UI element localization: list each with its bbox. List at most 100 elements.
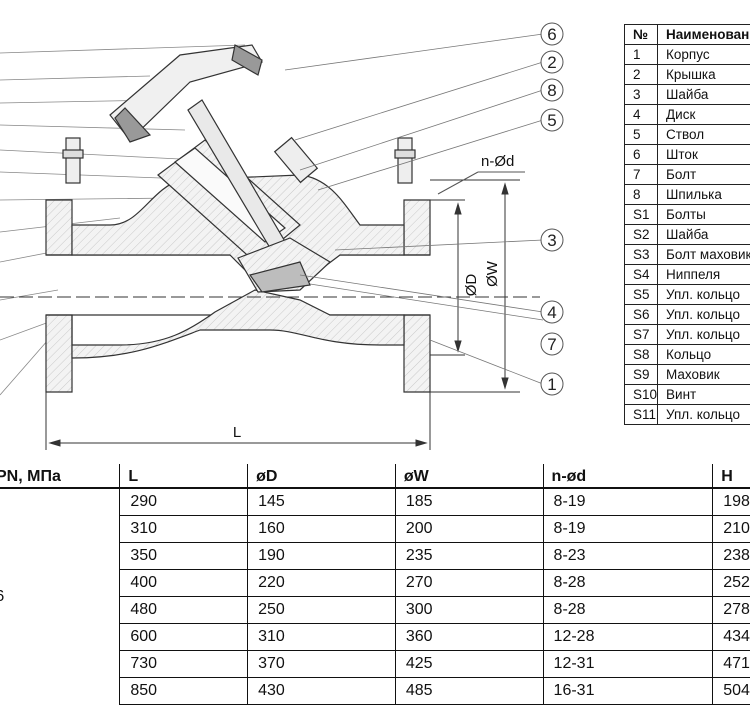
dims-header-nd: n-ød	[543, 464, 714, 489]
dim-label-l: L	[233, 424, 241, 441]
dim-od: 145	[247, 488, 396, 516]
part-name: Шток	[657, 144, 750, 165]
dims-header-h: H	[712, 464, 750, 489]
part-number: S10	[623, 384, 659, 405]
callout-8-num: 8	[547, 81, 556, 100]
dims-header-ow: øW	[395, 464, 544, 489]
dim-l: 290	[119, 488, 249, 516]
dim-od: 370	[247, 650, 396, 678]
part-name: Упл. кольцо	[657, 324, 750, 345]
parts-header-number: №	[623, 24, 659, 45]
dim-nd: 8-19	[542, 515, 714, 543]
part-number: S4	[623, 264, 659, 285]
dim-ow: 485	[394, 677, 544, 705]
callout-5-num: 5	[547, 111, 556, 130]
dim-l: 850	[119, 677, 249, 705]
dim-od: 430	[247, 677, 396, 705]
callout-6-num: 6	[547, 25, 556, 44]
dim-h: 471	[712, 650, 750, 678]
part-name: Упл. кольцо	[657, 304, 750, 325]
dim-l: 350	[119, 542, 249, 570]
part-number: 8	[623, 184, 659, 205]
dim-label-od: ØD	[463, 274, 480, 297]
dim-od: 190	[247, 542, 396, 570]
callout-leaders	[284, 33, 544, 385]
callout-1-num: 1	[547, 375, 556, 394]
callout-4: 4	[540, 300, 564, 324]
part-number: S11	[623, 404, 659, 425]
dims-header-l: L	[119, 464, 249, 489]
part-number: S5	[623, 284, 659, 305]
parts-header-name: Наименование	[657, 24, 750, 45]
dimensions-table-header: PN, МПа L øD øW n-ød H	[0, 464, 750, 489]
dim-nd: 8-23	[542, 542, 714, 570]
callout-7-num: 7	[547, 335, 556, 354]
dim-od: 220	[247, 569, 396, 597]
part-name: Шайба	[657, 224, 750, 245]
callout-2-num: 2	[547, 53, 556, 72]
callout-6: 6	[540, 22, 564, 46]
dim-h: 434	[712, 623, 750, 651]
dim-nd: 16-31	[542, 677, 714, 705]
dim-ow: 360	[394, 623, 544, 651]
part-name: Маховик	[657, 364, 750, 385]
dim-l: 310	[119, 515, 249, 543]
dim-ow: 235	[394, 542, 544, 570]
dim-h: 238	[712, 542, 750, 570]
part-name: Крышка	[657, 64, 750, 85]
dim-nd: 8-28	[542, 596, 714, 624]
callout-7: 7	[540, 332, 564, 356]
dim-od: 160	[247, 515, 396, 543]
dim-h: 278	[712, 596, 750, 624]
dim-ow: 270	[394, 569, 544, 597]
parts-table-header: № Наименование	[623, 24, 750, 45]
part-name: Шайба	[657, 84, 750, 105]
dim-ow: 200	[394, 515, 544, 543]
dim-ow: 185	[394, 488, 544, 516]
dim-h: 198	[712, 488, 750, 516]
callout-3: 3	[540, 228, 564, 252]
dimensions-table: PN, МПа L øD øW n-ød H 1.62901451858-191…	[0, 464, 750, 705]
part-number: S9	[623, 364, 659, 385]
part-number: 5	[623, 124, 659, 145]
part-name: Болт маховика	[657, 244, 750, 265]
callout-5: 5	[540, 108, 564, 132]
dim-nd: 8-19	[542, 488, 714, 516]
callout-2: 2	[540, 50, 564, 74]
part-name: Болт	[657, 164, 750, 185]
part-name: Корпус	[657, 44, 750, 65]
part-name: Ствол	[657, 124, 750, 145]
part-number: 6	[623, 144, 659, 165]
callout-8: 8	[540, 78, 564, 102]
dim-l: 730	[119, 650, 249, 678]
dim-label-nd: n-Ød	[481, 153, 514, 170]
part-name: Упл. кольцо	[657, 404, 750, 425]
part-number: 1	[623, 44, 659, 65]
part-name: Ниппеля	[657, 264, 750, 285]
dim-label-ow: ØW	[484, 260, 501, 287]
part-number: 2	[623, 64, 659, 85]
part-number: S7	[623, 324, 659, 345]
dim-od: 310	[247, 623, 396, 651]
part-name: Болты	[657, 204, 750, 225]
dim-nd: 8-28	[542, 569, 714, 597]
